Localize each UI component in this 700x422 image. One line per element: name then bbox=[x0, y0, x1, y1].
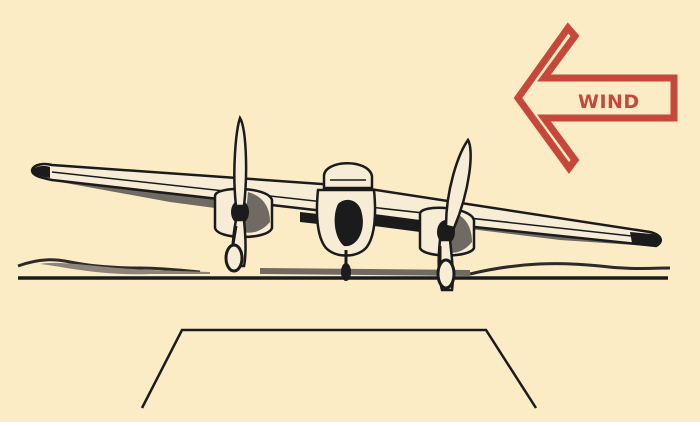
left-wheel-icon bbox=[226, 245, 242, 271]
left-propeller-blade-top bbox=[234, 118, 246, 206]
wind-arrow: WIND bbox=[518, 28, 674, 168]
ground-terrain-shade bbox=[40, 263, 210, 274]
wind-label: WIND bbox=[578, 91, 640, 113]
runway-outline-icon bbox=[142, 330, 536, 408]
right-wheel-icon bbox=[438, 260, 454, 288]
fuselage-belly-shade bbox=[300, 212, 318, 224]
fuselage bbox=[300, 163, 420, 281]
ground-terrain-right bbox=[470, 264, 670, 274]
cockpit-canopy bbox=[324, 163, 372, 188]
left-engine bbox=[215, 118, 272, 266]
nose-wheel-icon bbox=[341, 263, 351, 281]
